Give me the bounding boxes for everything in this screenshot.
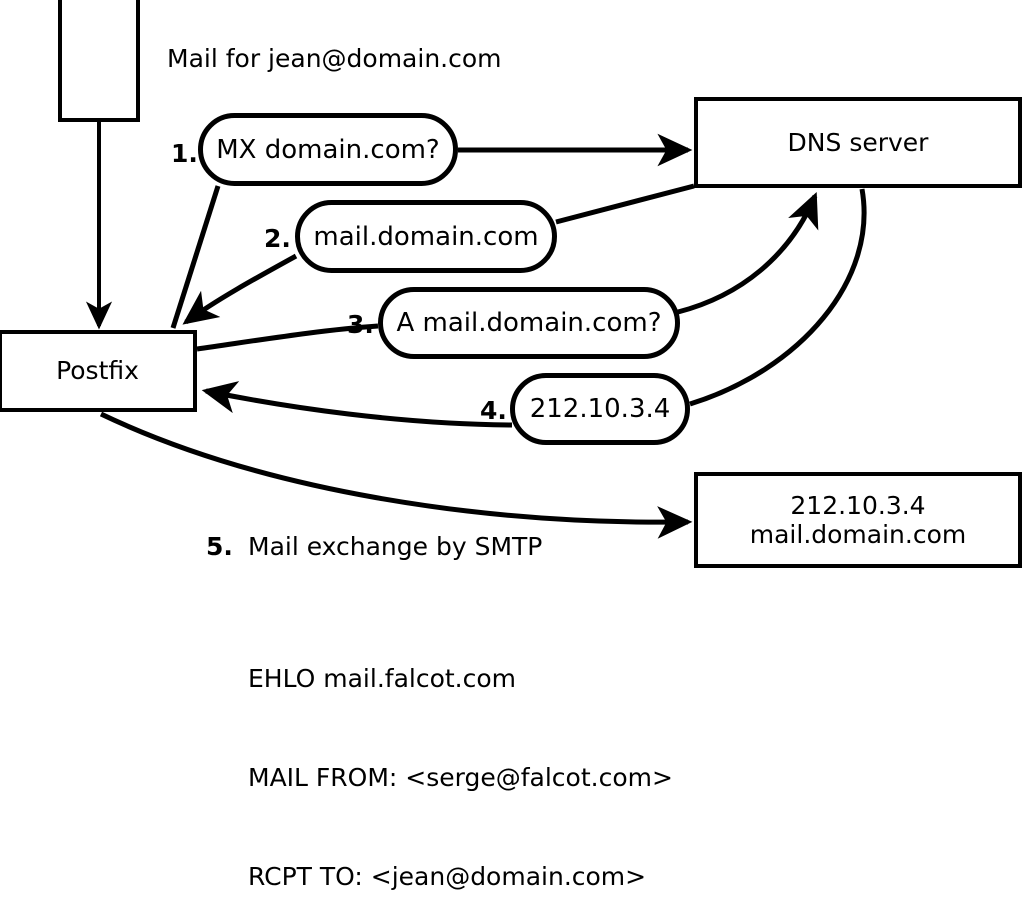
edge-postfix-to-mailhost: [99, 411, 693, 539]
smtp-line: RCPT TO: <jean@domain.com>: [248, 862, 647, 891]
step-2-label: mail.domain.com: [313, 221, 539, 252]
dns-server-label: DNS server: [787, 127, 929, 157]
step-3-number: 3.: [347, 310, 374, 339]
postfix-label: Postfix: [56, 356, 139, 386]
edge-step2-to-postfix: [182, 253, 298, 325]
step-3-pill: A mail.domain.com?: [378, 287, 680, 359]
step-4-number: 4.: [480, 396, 507, 425]
step-5-label: Mail exchange by SMTP: [248, 532, 543, 561]
edge-step4-to-postfix: [201, 381, 513, 428]
step-2-pill: mail.domain.com: [295, 200, 557, 273]
step-4-pill: 212.10.3.4: [510, 373, 690, 445]
step-1-pill: MX domain.com?: [198, 113, 458, 186]
dns-server-box: DNS server: [694, 97, 1022, 188]
mail-host-ip: 212.10.3.4: [790, 490, 926, 520]
mail-host-box: 212.10.3.4 mail.domain.com: [694, 472, 1022, 568]
smtp-line: MAIL FROM: <serge@falcot.com>: [248, 763, 673, 792]
edge-postfix-to-step3: [196, 323, 379, 352]
step-2-number: 2.: [264, 224, 291, 253]
step-1-number: 1.: [171, 139, 198, 168]
edge-dns-to-step4: [689, 188, 867, 407]
postfix-box: Postfix: [0, 330, 197, 412]
smtp-line: EHLO mail.falcot.com: [248, 664, 517, 693]
step-5-number: 5.: [206, 532, 233, 561]
mail-source-box: [58, 0, 140, 122]
step-4-label: 212.10.3.4: [529, 394, 671, 424]
edge-step3-to-dns: [677, 191, 819, 315]
edge-dns-to-step2: [555, 183, 695, 225]
mail-for-note: Mail for jean@domain.com: [167, 44, 502, 73]
step-3-label: A mail.domain.com?: [396, 308, 662, 338]
mail-host-name: mail.domain.com: [749, 520, 967, 549]
step-1-label: MX domain.com?: [216, 134, 440, 165]
smtp-transcript: EHLO mail.falcot.com MAIL FROM: <serge@f…: [248, 596, 673, 919]
edge-postfix-to-step1: [170, 185, 221, 329]
